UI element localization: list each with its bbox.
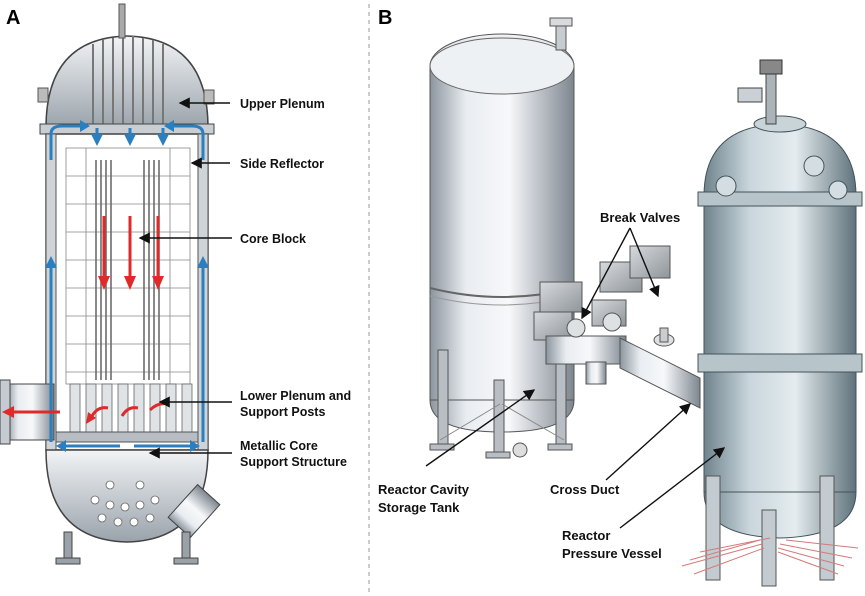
label-metallic-line2: Support Structure: [240, 455, 347, 469]
label-lower-plenum-line1: Lower Plenum and: [240, 389, 351, 403]
label-core-block: Core Block: [240, 232, 306, 246]
break-valves-assembly: [533, 245, 671, 385]
label-upper-plenum: Upper Plenum: [240, 97, 325, 111]
vessel-cutaway: [0, 3, 221, 565]
label-rcst-line2: Storage Tank: [378, 500, 460, 515]
label-break-valves: Break Valves: [600, 210, 680, 225]
label-cross-duct: Cross Duct: [550, 482, 620, 497]
cross-duct: [619, 327, 701, 409]
label-side-reflector: Side Reflector: [240, 157, 324, 171]
label-metallic-line1: Metallic Core: [240, 439, 318, 453]
panel-a-letter: A: [6, 7, 20, 29]
panel-b-letter: B: [378, 7, 392, 29]
reactor-pressure-vessel: [681, 59, 863, 587]
reactor-cavity-storage-tank: [429, 17, 575, 459]
panel-b: B: [378, 7, 863, 587]
label-lower-plenum-line2: Support Posts: [240, 405, 325, 419]
panel-a: A: [0, 3, 351, 565]
label-rcst-line1: Reactor Cavity: [378, 482, 470, 497]
label-rpv-line1: Reactor: [562, 528, 610, 543]
label-rpv-line2: Pressure Vessel: [562, 546, 662, 561]
